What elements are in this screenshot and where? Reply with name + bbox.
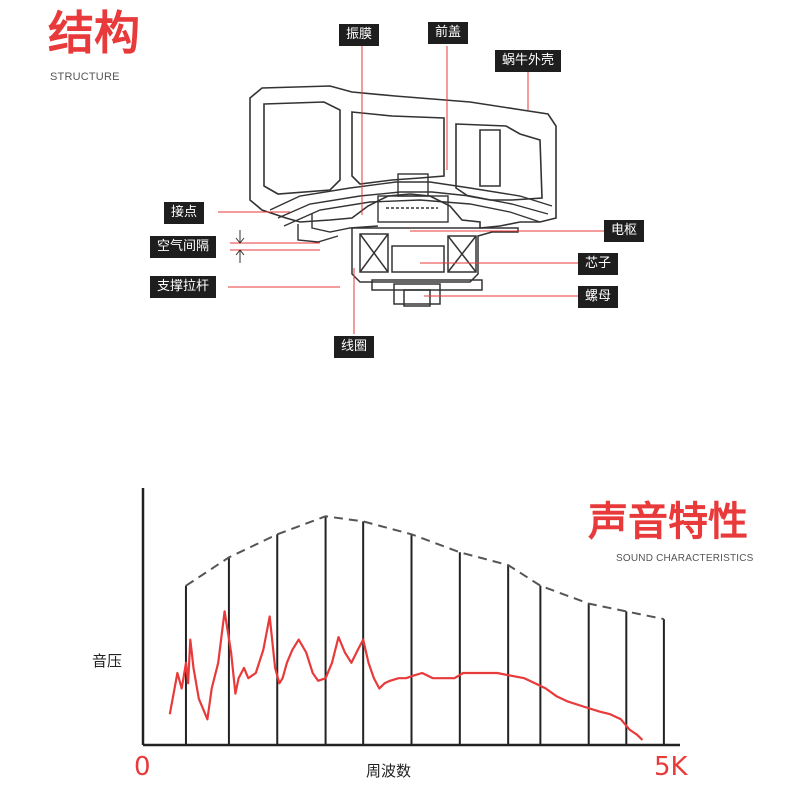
sound-subtitle: SOUND CHARACTERISTICS [616,553,754,564]
structure-subtitle: STRUCTURE [50,71,120,83]
label-diaphragm: 振膜 [339,24,380,46]
x-tick-end: 5K [654,752,688,782]
label-nut: 螺母 [578,286,619,308]
x-axis-label: 周波数 [366,762,412,780]
horn-body [351,227,519,307]
sound-title: 声音特性 [588,499,748,545]
label-support-rod: 支撑拉杆 [150,276,217,298]
grid-lines [184,516,665,745]
label-contact: 接点 [164,202,205,224]
inner-housing [269,181,553,243]
center-stud [377,173,449,223]
series-response-line [168,610,644,741]
label-armature: 电枢 [604,220,645,242]
label-snail-shell: 蜗牛外壳 [495,50,562,72]
label-coil: 线圈 [334,336,375,358]
structure-title: 结构 [48,6,140,60]
series-envelope-line [185,515,665,621]
label-air-gap: 空气间隔 [150,236,217,258]
y-axis-label: 音压 [92,652,123,670]
x-tick-start: 0 [134,752,151,782]
label-core: 芯子 [578,253,619,275]
leader-lines [218,46,604,334]
horn-shell [249,85,557,229]
label-front-cover: 前盖 [428,22,469,44]
air-gap-arrows [235,230,245,263]
